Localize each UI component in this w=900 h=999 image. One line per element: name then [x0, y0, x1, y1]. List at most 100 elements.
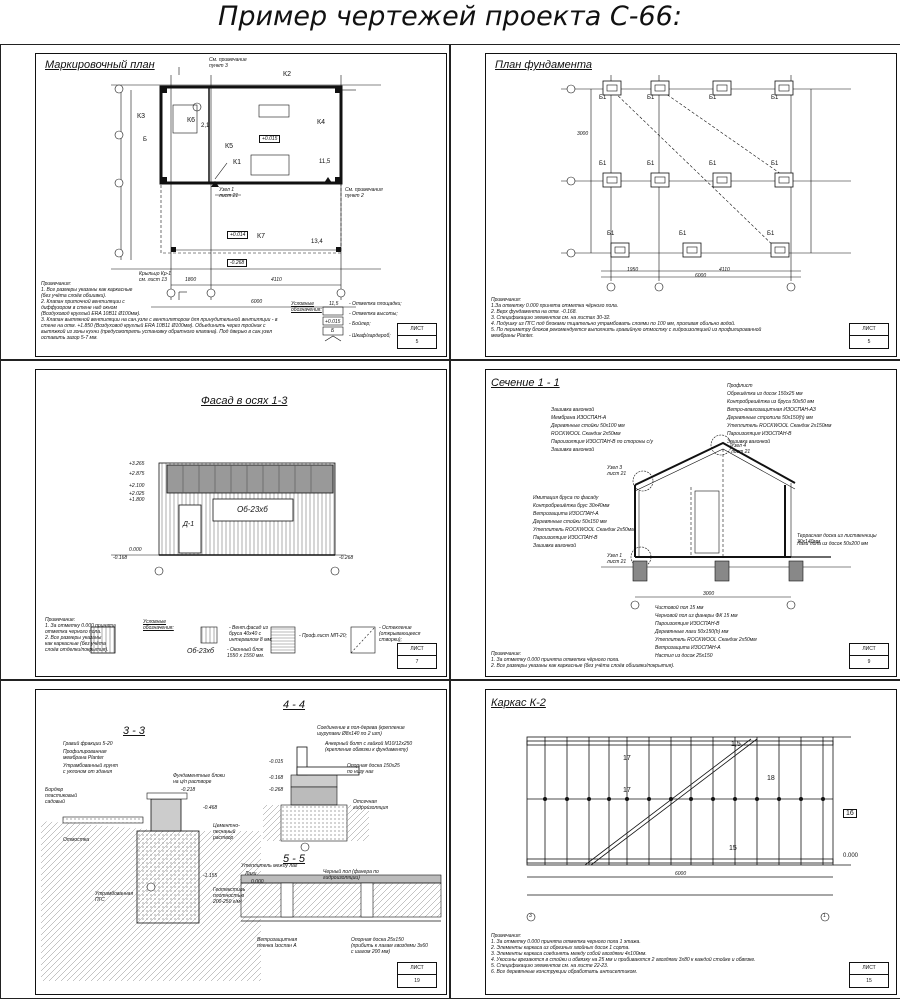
mark-k6: К6: [187, 117, 195, 124]
detail-label: Фундаментные блоки на ц/п растворе: [173, 773, 225, 785]
detail-label: Опорная доска 25х150 (прибить к лагам гв…: [351, 937, 428, 955]
roof-layer: Профлист: [727, 383, 753, 389]
callout-node-4: Узел 4 лист 21: [731, 443, 751, 455]
sheet-frame: [485, 689, 897, 995]
detail-label: Отсечная гидроизоляция: [353, 799, 389, 811]
roof-layer: Обрешётка из досок 150х25 мм: [727, 391, 803, 397]
sheet-title: План фундамента: [495, 59, 592, 71]
stamp-number: 7: [415, 659, 419, 665]
door-label: Д-1: [183, 521, 195, 528]
mark-k1: К1: [233, 159, 241, 166]
callout-node-1: Узел 1 лист 21: [607, 553, 627, 565]
block-b1: Б1: [647, 95, 655, 101]
section-drawing: [601, 434, 851, 610]
sheet-stamp: ЛИСТ 15: [849, 962, 889, 988]
marking-plan-drawing: [111, 67, 381, 342]
sheet-title: Фасад в осях 1-3: [201, 395, 288, 407]
floor-layer: Настил из досок 25х150: [655, 653, 713, 659]
dim-total: 6000: [251, 299, 263, 305]
detail-label: Утрамбованный грунт с уклоном от здания: [63, 763, 119, 775]
stamp-label: ЛИСТ: [398, 644, 436, 656]
legend-item-proflist: - Проф.лист МП-20;: [299, 633, 347, 639]
detail-label: Бордюр пластиковый садовый: [45, 787, 78, 805]
facade-drawing: [90, 462, 376, 654]
level-zero: 0.000: [843, 853, 859, 859]
mark-15: 1,5: [731, 741, 741, 748]
facade-layer: Зашивка вагонкой: [533, 543, 577, 549]
axis-3: 3: [529, 913, 532, 919]
sheet-title: Сечение 1 - 1: [491, 377, 560, 389]
block-b1: Б1: [607, 231, 615, 237]
dim-total: 6000: [695, 273, 707, 279]
stamp-number: 5: [867, 339, 871, 345]
legend-item-level: - Отметка площадки;: [349, 301, 402, 307]
sheet-frame-k2: Каркас К-2 1,5: [450, 680, 900, 999]
facade-layer: Ветрозащита ИЗОСПАН-А: [533, 511, 599, 517]
dim-left: 1950: [627, 267, 639, 273]
level-mark: +3.265: [129, 461, 145, 467]
details-drawing: [41, 746, 442, 981]
mark-k5: К5: [225, 143, 233, 150]
stamp-label: ЛИСТ: [398, 963, 436, 975]
level-mark: +2.100: [129, 483, 145, 489]
callout-node-1: Узел 1 лист 21: [219, 187, 239, 199]
right-note: Террасная доска из лиственницы 30х140мм: [797, 533, 877, 545]
callout-note-2: См. примечания пункт 2: [345, 187, 383, 199]
window-label: Об-23хб: [237, 505, 268, 514]
dim-right-2: 4110: [271, 277, 282, 283]
stamp-label: ЛИСТ: [850, 324, 888, 336]
sheet-frame: [35, 369, 447, 677]
sheet-notes: Примечания: 1.За отметку 0.000 принята о…: [491, 297, 762, 339]
level-ground: -0.268: [227, 259, 248, 267]
wall-layer: Мембрана ИЗОСПАН-А: [551, 415, 607, 421]
level-mark: -0.468: [203, 805, 218, 811]
level-mark: +2.025: [129, 491, 145, 497]
block-b1: Б1: [679, 231, 687, 237]
stamp-label: ЛИСТ: [850, 644, 888, 656]
level-mark: +1.800: [129, 497, 145, 503]
stamp-label: ЛИСТ: [398, 324, 436, 336]
level-terrace: +0.014: [227, 231, 249, 239]
stamp-number: 15: [866, 978, 872, 984]
sheet-notes: Примечание: 1. За отметку 0.000 принята …: [491, 651, 675, 669]
block-b1: Б1: [767, 231, 775, 237]
sheet-notes: Примечания: 1. За отметку 0.000 принята …: [491, 933, 756, 975]
mark-17: 17: [623, 755, 631, 762]
detail-label: Отмостка: [63, 837, 90, 843]
right-note: Лаги пола из досок 50х200 мм: [797, 541, 868, 547]
roof-layer: Ветро-влагозащитная ИЗОСПАН-АЗ: [727, 407, 816, 413]
sheet-foundation-plan: План фундамента: [450, 44, 900, 360]
roof-layer: Пароизоляция ИЗОСПАН-В: [727, 431, 792, 437]
sheet-notes: Примечания: 1. Все размеры указаны как к…: [41, 281, 278, 341]
roof-layer: Утеплитель ROCKWOOL Скандик 2х150мм: [727, 423, 832, 429]
level-mark: +2.875: [129, 471, 145, 477]
block-b1: Б1: [709, 161, 717, 167]
floor-layer: Черновой пол из фанеры ФК 15 мм: [655, 613, 738, 619]
legend-mark-height: +0.015: [325, 319, 341, 325]
roof-layer: Деревянные стропила 50х150(h) мм: [727, 415, 813, 421]
facade-layer: Пароизоляция ИЗОСПАН-В: [533, 535, 598, 541]
level-mark: -1.155: [203, 873, 218, 879]
axis-1: 1: [823, 913, 826, 919]
level-mark: 0.000: [251, 879, 264, 885]
mark-level-2-1: 2,1: [201, 123, 210, 129]
detail-label: Профилированная мембрана Planter: [63, 749, 107, 761]
legend-window-title: Об-23хб: [187, 648, 214, 655]
level-mark: -0.218: [181, 787, 196, 793]
sheet-marking-plan: Маркировочный план: [0, 44, 450, 360]
stamp-label: ЛИСТ: [850, 963, 888, 975]
floor-layer: Утеплитель ROCKWOOL Скандик 2х50мм: [655, 637, 757, 643]
mark-level-13-4: 13,4: [311, 239, 323, 245]
mark-k3: К3: [137, 113, 145, 120]
frame-drawing: [526, 736, 851, 922]
mark-k7: К7: [257, 233, 265, 240]
callout-node-3: Узел 3 лист 21: [607, 465, 627, 477]
roof-layer: Контробрешётка из бруса 50х50 мм: [727, 399, 815, 405]
sheet-details: 3 - 3 4 - 4 5 - 5 Гравий фракции 5-20: [0, 680, 450, 999]
legend-mark-level: 11,5: [329, 301, 339, 307]
sheet-frame: [485, 369, 897, 677]
facade-layer: Деревянные стойки 50х150 мм: [533, 519, 607, 525]
block-b1: Б1: [709, 95, 717, 101]
callout-note-3: См. примечание пункт 3: [209, 57, 247, 69]
level-floor: +0.015: [259, 135, 281, 143]
